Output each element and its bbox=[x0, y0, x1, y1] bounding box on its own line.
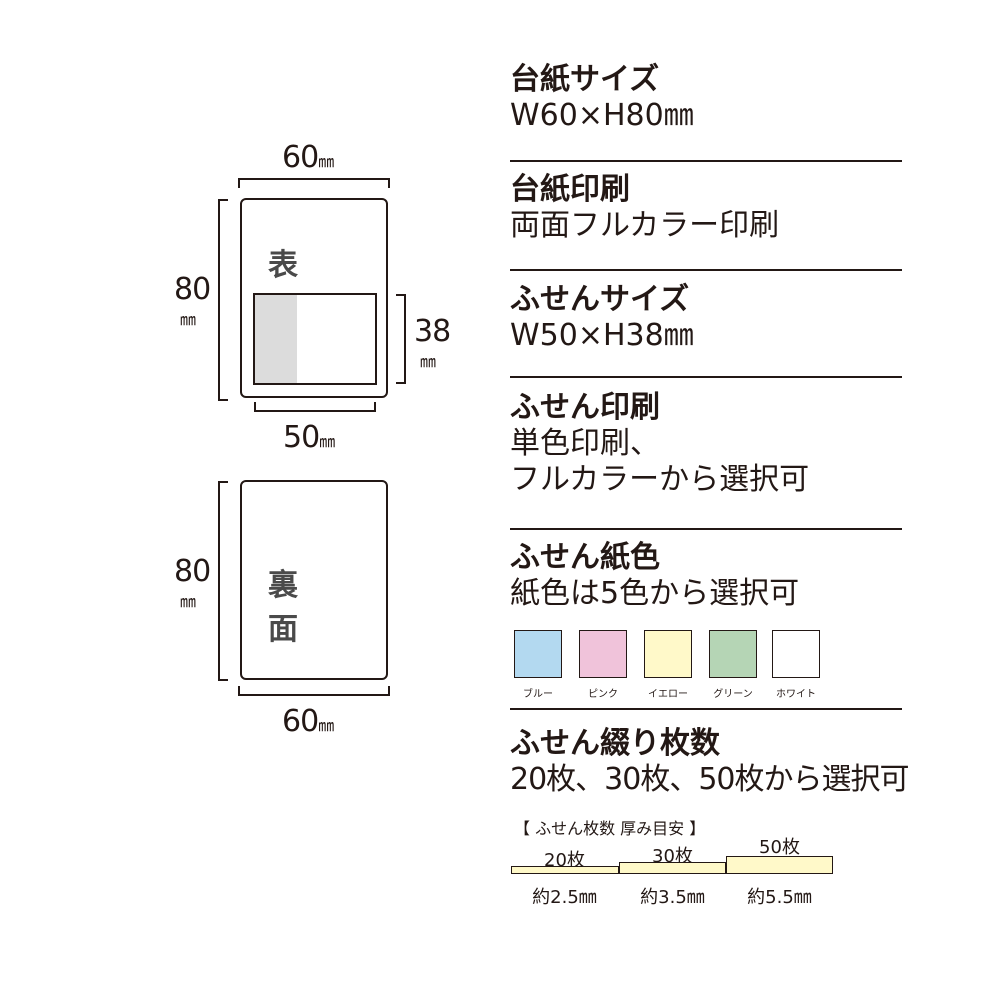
spec-title: ふせんサイズ bbox=[510, 282, 690, 317]
spec-title: 台紙印刷 bbox=[510, 172, 630, 207]
spec-title: 台紙サイズ bbox=[510, 62, 660, 97]
sticky-height-unit: ㎜ bbox=[420, 352, 437, 371]
stack-bar-30 bbox=[619, 862, 726, 874]
thickness-heading: 【 ふせん枚数 厚み目安 】 bbox=[514, 819, 706, 838]
back-height-label: 80 bbox=[174, 554, 211, 589]
back-width-label: 60㎜ bbox=[282, 704, 334, 739]
sticky-width-label: 50㎜ bbox=[283, 420, 335, 455]
front-width-label: 60㎜ bbox=[282, 140, 334, 175]
back-width-bracket bbox=[238, 686, 390, 696]
color-label: グリーン bbox=[713, 689, 753, 700]
stack-bar-20 bbox=[511, 866, 619, 874]
divider bbox=[510, 528, 902, 530]
front-width-bracket bbox=[238, 178, 390, 188]
divider bbox=[510, 269, 902, 271]
sticky-height-bracket bbox=[396, 294, 406, 384]
stack-thickness-30: 約3.5㎜ bbox=[640, 887, 705, 908]
color-swatch-white bbox=[772, 630, 820, 678]
spec-value: 両面フルカラー印刷 bbox=[510, 208, 780, 243]
spec-value: 紙色は5色から選択可 bbox=[510, 576, 800, 611]
stack-thickness-50: 約5.5㎜ bbox=[747, 887, 812, 908]
color-label: ホワイト bbox=[776, 689, 816, 700]
spec-value: 20枚、30枚、50枚から選択可 bbox=[510, 762, 910, 797]
back-height-bracket bbox=[218, 481, 228, 681]
color-swatch-blue bbox=[514, 630, 562, 678]
divider bbox=[510, 160, 902, 162]
stack-thickness-20: 約2.5㎜ bbox=[532, 887, 597, 908]
front-height-label: 80 bbox=[174, 272, 211, 307]
sticky-height-label: 38 bbox=[414, 314, 451, 349]
color-swatch-yellow bbox=[644, 630, 692, 678]
color-swatch-green bbox=[709, 630, 757, 678]
spec-mount-print: 台紙印刷 両面フルカラー印刷 bbox=[510, 172, 902, 244]
spec-sticky-print: ふせん印刷 単色印刷、 フルカラーから選択可 bbox=[510, 390, 902, 498]
sticky-note-area bbox=[253, 293, 377, 385]
stack-count-50: 50枚 bbox=[759, 837, 800, 858]
color-label: ブルー bbox=[523, 689, 553, 700]
sticky-glue-strip bbox=[255, 295, 297, 383]
spec-title: ふせん紙色 bbox=[510, 540, 660, 575]
stack-count-30: 30枚 bbox=[652, 846, 693, 867]
spec-sticky-color: ふせん紙色 紙色は5色から選択可 bbox=[510, 540, 902, 612]
spec-value-line2: フルカラーから選択可 bbox=[510, 462, 810, 497]
color-label: イエロー bbox=[648, 689, 688, 700]
color-swatch-pink bbox=[579, 630, 627, 678]
back-height-unit: ㎜ bbox=[180, 592, 197, 611]
front-height-bracket bbox=[218, 199, 228, 401]
color-label: ピンク bbox=[588, 689, 618, 700]
spec-title: ふせん印刷 bbox=[510, 390, 660, 425]
spec-value: 単色印刷、 bbox=[510, 426, 660, 461]
sticky-width-bracket bbox=[254, 402, 376, 412]
spec-mount-size: 台紙サイズ W60×H80㎜ bbox=[510, 62, 902, 134]
stack-bar-50 bbox=[726, 856, 833, 874]
spec-sticky-sheets: ふせん綴り枚数 20枚、30枚、50枚から選択可 bbox=[510, 726, 910, 798]
spec-title: ふせん綴り枚数 bbox=[510, 726, 720, 761]
spec-value: W60×H80㎜ bbox=[510, 98, 694, 133]
spec-value: W50×H38㎜ bbox=[510, 318, 694, 353]
divider bbox=[510, 708, 902, 710]
divider bbox=[510, 376, 902, 378]
stack-count-20: 20枚 bbox=[544, 850, 585, 871]
back-card bbox=[240, 480, 388, 680]
back-face-label: 裏 面 bbox=[268, 568, 328, 647]
spec-sticky-size: ふせんサイズ W50×H38㎜ bbox=[510, 282, 902, 354]
front-height-unit: ㎜ bbox=[180, 310, 197, 329]
